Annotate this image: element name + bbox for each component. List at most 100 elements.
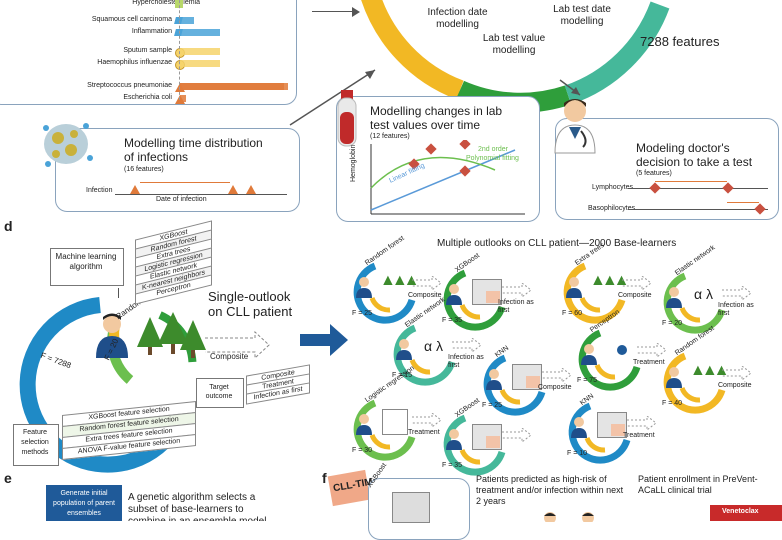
- learner-ring: [443, 414, 506, 476]
- scatter-thumb-region: [611, 424, 625, 436]
- learner-outcome-arrow: [412, 413, 442, 427]
- learner-outcome: Treatment: [623, 432, 655, 439]
- learner-outcome: Composite: [618, 292, 652, 299]
- learner-ring: [353, 399, 416, 461]
- target-outcome-label: Target outcome: [205, 384, 233, 400]
- learner-inner-arc: [679, 306, 701, 323]
- learner-outcome-arrow: [502, 428, 532, 442]
- learner-inner-arc: [369, 296, 391, 313]
- learner-f: F = 60: [562, 310, 583, 317]
- logistic-curve-icon: [382, 409, 408, 435]
- infection-marker-3: [246, 185, 256, 194]
- learner-outcome-arrow: [452, 338, 482, 352]
- lab-fit-plot: [370, 140, 525, 215]
- learner-outcome: Composite: [408, 292, 442, 299]
- patient-heads: [544, 512, 594, 522]
- single-composite-arrow: [205, 330, 270, 360]
- bacteria-illustration: [43, 123, 93, 167]
- ring-connectors: [289, 69, 581, 126]
- legend-label: Streptococcus pneumoniae: [87, 82, 172, 89]
- legend-to-ring-arrow: [312, 11, 354, 12]
- infection-axis-label: Infection: [86, 187, 113, 194]
- learner-person-head: [584, 344, 594, 354]
- learner-ring-arc: [663, 272, 726, 334]
- learner-inner-arc: [584, 436, 606, 453]
- learner-f: F = 25: [352, 310, 373, 317]
- learner-f: F = 10: [567, 450, 588, 457]
- algo-to-model-arrow: [118, 288, 120, 298]
- feature-selection-box: [13, 424, 59, 466]
- learner-person-body: [486, 380, 502, 390]
- learner-f: F = 30: [352, 447, 373, 454]
- ml-algo-label: Machine learning algorithm: [55, 252, 117, 271]
- scatter-thumb-region: [486, 291, 500, 303]
- ring-label-labvalue: Lab test value modelling: [482, 33, 546, 56]
- alpha-lambda-icon: α λ: [424, 338, 443, 354]
- learner-ring-arc: [568, 402, 631, 464]
- forest-icon: ▲▲▲: [380, 272, 419, 289]
- infection-axis-sub: Date of infection: [156, 196, 207, 203]
- learner-person-body: [446, 295, 462, 305]
- panel-f-enrollment: Patient enrollment in PreVent-ACaLL clin…: [638, 474, 758, 495]
- learner-inner-arc: [459, 448, 481, 465]
- legend-bar: [180, 48, 220, 55]
- learner-person-body: [571, 428, 587, 438]
- legend-bar: [180, 29, 220, 36]
- learner-ring: [393, 324, 456, 386]
- ring-label-infection: Infection date modelling: [427, 7, 488, 30]
- doctor-icon: [554, 99, 596, 154]
- doctor-box-title: Modeling doctor's decision to take a tes…: [636, 141, 753, 169]
- learner-ring: [578, 329, 641, 391]
- learner-outcome-arrow: [722, 286, 752, 300]
- learner-outcome-arrow: [542, 368, 572, 382]
- learner-ring-arc: [393, 324, 456, 386]
- legend-label: Haemophilus influenzae: [97, 59, 172, 66]
- learner-person-head: [669, 287, 679, 297]
- lab-box-count: (12 features): [370, 133, 410, 140]
- learner-ring-arc: [443, 269, 506, 331]
- legend-bar: [180, 60, 220, 67]
- venetoclax-box: [710, 505, 782, 521]
- panel-f-predicted: Patients predicted as high-risk of treat…: [476, 474, 624, 506]
- infection-box: [55, 128, 300, 212]
- learner-ring-arc: [353, 399, 416, 461]
- learner-outcome-arrow: [627, 416, 657, 430]
- learner-person-head: [574, 417, 584, 427]
- learner-person-body: [581, 355, 597, 365]
- learner-person-head: [489, 369, 499, 379]
- learner-inner-arc: [499, 388, 521, 405]
- infection-interval: [140, 182, 230, 183]
- legend-axis: [179, 0, 180, 100]
- doctor-box-count: (5 features): [636, 170, 672, 177]
- learner-outcome: Composite: [718, 382, 752, 389]
- learner-ring: [663, 352, 726, 414]
- legend-label: Hypercholesterolemia: [132, 0, 200, 6]
- learner-outcome: Infection as first: [718, 302, 754, 317]
- learner-inner-arc: [459, 303, 481, 320]
- scatter-thumb-region: [486, 436, 500, 448]
- perceptron-icon: [617, 345, 627, 355]
- learner-person-body: [666, 298, 682, 308]
- legend-arrow-head: [352, 7, 360, 17]
- learner-person-body: [446, 440, 462, 450]
- learner-outcome-arrow: [722, 366, 752, 380]
- panel-f-letter: f: [322, 470, 327, 486]
- learner-ring-arc: [663, 352, 726, 414]
- learner-person-body: [356, 288, 372, 298]
- learner-ring: [568, 402, 631, 464]
- learner-inner-arc: [579, 296, 601, 313]
- infection-box-count: (16 features): [124, 166, 164, 173]
- learner-outcome: Treatment: [408, 429, 440, 436]
- doctor-row-1: Lymphocytes: [592, 184, 633, 191]
- legend-label: Sputum sample: [123, 47, 172, 54]
- forest-icon: ▲▲▲: [690, 362, 729, 379]
- forest-icon: ▲▲▲: [590, 272, 629, 289]
- infection-marker-1: [130, 185, 140, 194]
- learner-outcome: Infection as first: [448, 354, 484, 369]
- panel-f-chart-thumb: [392, 492, 430, 523]
- generate-population-button[interactable]: Generate initial population of parent en…: [46, 485, 122, 521]
- learner-person-body: [666, 378, 682, 388]
- legend-bar: [180, 95, 186, 102]
- learner-person-body: [396, 350, 412, 360]
- legend-label: Squamous cell carcinoma: [91, 16, 172, 23]
